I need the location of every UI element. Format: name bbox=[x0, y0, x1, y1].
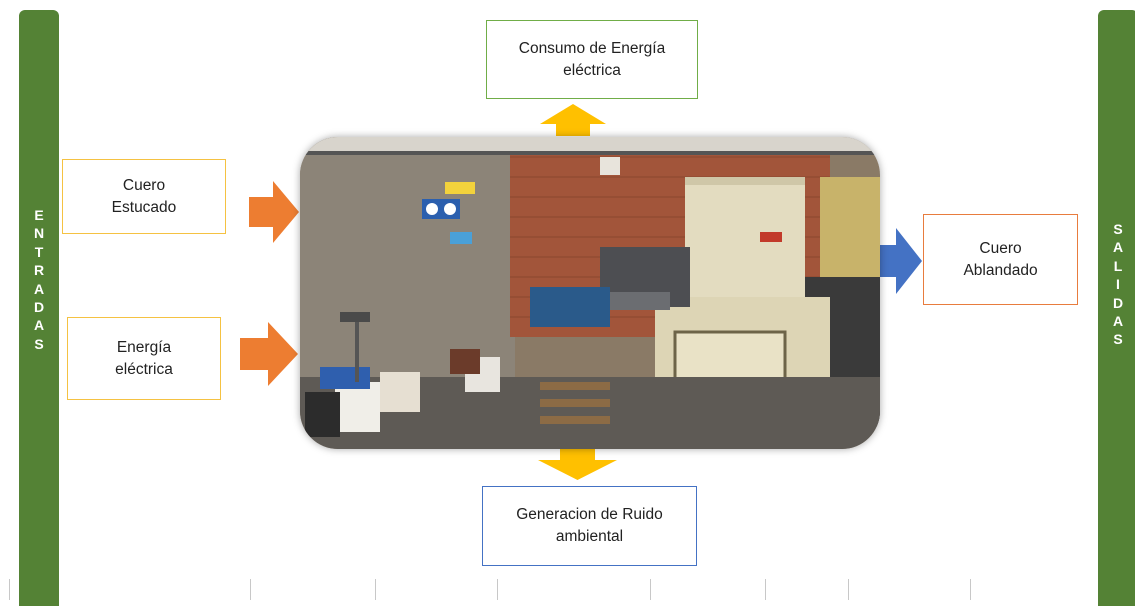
entradas-letter: N bbox=[33, 225, 45, 242]
salidas-letter: S bbox=[1113, 331, 1123, 348]
gridline bbox=[650, 579, 651, 600]
entradas-letter: R bbox=[33, 262, 45, 279]
output-box-consumo-energia: Consumo de Energía eléctrica bbox=[486, 20, 698, 99]
entradas-letter: S bbox=[34, 335, 44, 352]
input-arrow-right-icon bbox=[249, 181, 299, 243]
input-arrow-right-icon bbox=[240, 322, 298, 386]
gridline bbox=[9, 579, 10, 600]
entradas-letter: A bbox=[33, 317, 45, 334]
salidas-letter: L bbox=[1113, 257, 1123, 274]
input-box-cuero-estucado: Cuero Estucado bbox=[62, 159, 226, 234]
salidas-label: S A L I D A S bbox=[1113, 220, 1123, 349]
output-label: Consumo de Energía eléctrica bbox=[518, 39, 666, 79]
salidas-letter: S bbox=[1113, 221, 1123, 237]
input-label: Cuero Estucado bbox=[111, 176, 177, 216]
gridline bbox=[497, 579, 498, 600]
entradas-letter: A bbox=[33, 280, 45, 297]
salidas-letter: A bbox=[1112, 239, 1124, 256]
salidas-letter: I bbox=[1116, 276, 1120, 293]
output-arrow-right-icon bbox=[874, 228, 922, 294]
output-label: Generacion de Ruido ambiental bbox=[516, 506, 663, 545]
input-box-energia-electrica: Energía eléctrica bbox=[67, 317, 221, 400]
output-box-ruido-ambiental: Generacion de Ruido ambiental bbox=[482, 486, 697, 566]
gridline bbox=[970, 579, 971, 600]
output-arrow-down-icon bbox=[538, 448, 617, 480]
salidas-bar: S A L I D A S bbox=[1098, 10, 1135, 606]
input-label: Energía eléctrica bbox=[115, 338, 173, 378]
gridline bbox=[848, 579, 849, 600]
machine-photo bbox=[300, 137, 880, 449]
gridline bbox=[765, 579, 766, 600]
salidas-letter: A bbox=[1112, 313, 1124, 330]
entradas-bar: E N T R A D A S bbox=[19, 10, 59, 606]
gridline bbox=[250, 579, 251, 600]
gridline bbox=[375, 579, 376, 600]
entradas-letter: E bbox=[34, 207, 44, 223]
output-label: Cuero Ablandado bbox=[963, 239, 1038, 279]
output-arrow-up-icon bbox=[540, 104, 606, 136]
entradas-letter: T bbox=[34, 243, 44, 260]
salidas-letter: D bbox=[1112, 294, 1124, 311]
entradas-letter: D bbox=[33, 299, 45, 316]
output-box-cuero-ablandado: Cuero Ablandado bbox=[923, 214, 1078, 305]
entradas-label: E N T R A D A S bbox=[34, 206, 44, 353]
